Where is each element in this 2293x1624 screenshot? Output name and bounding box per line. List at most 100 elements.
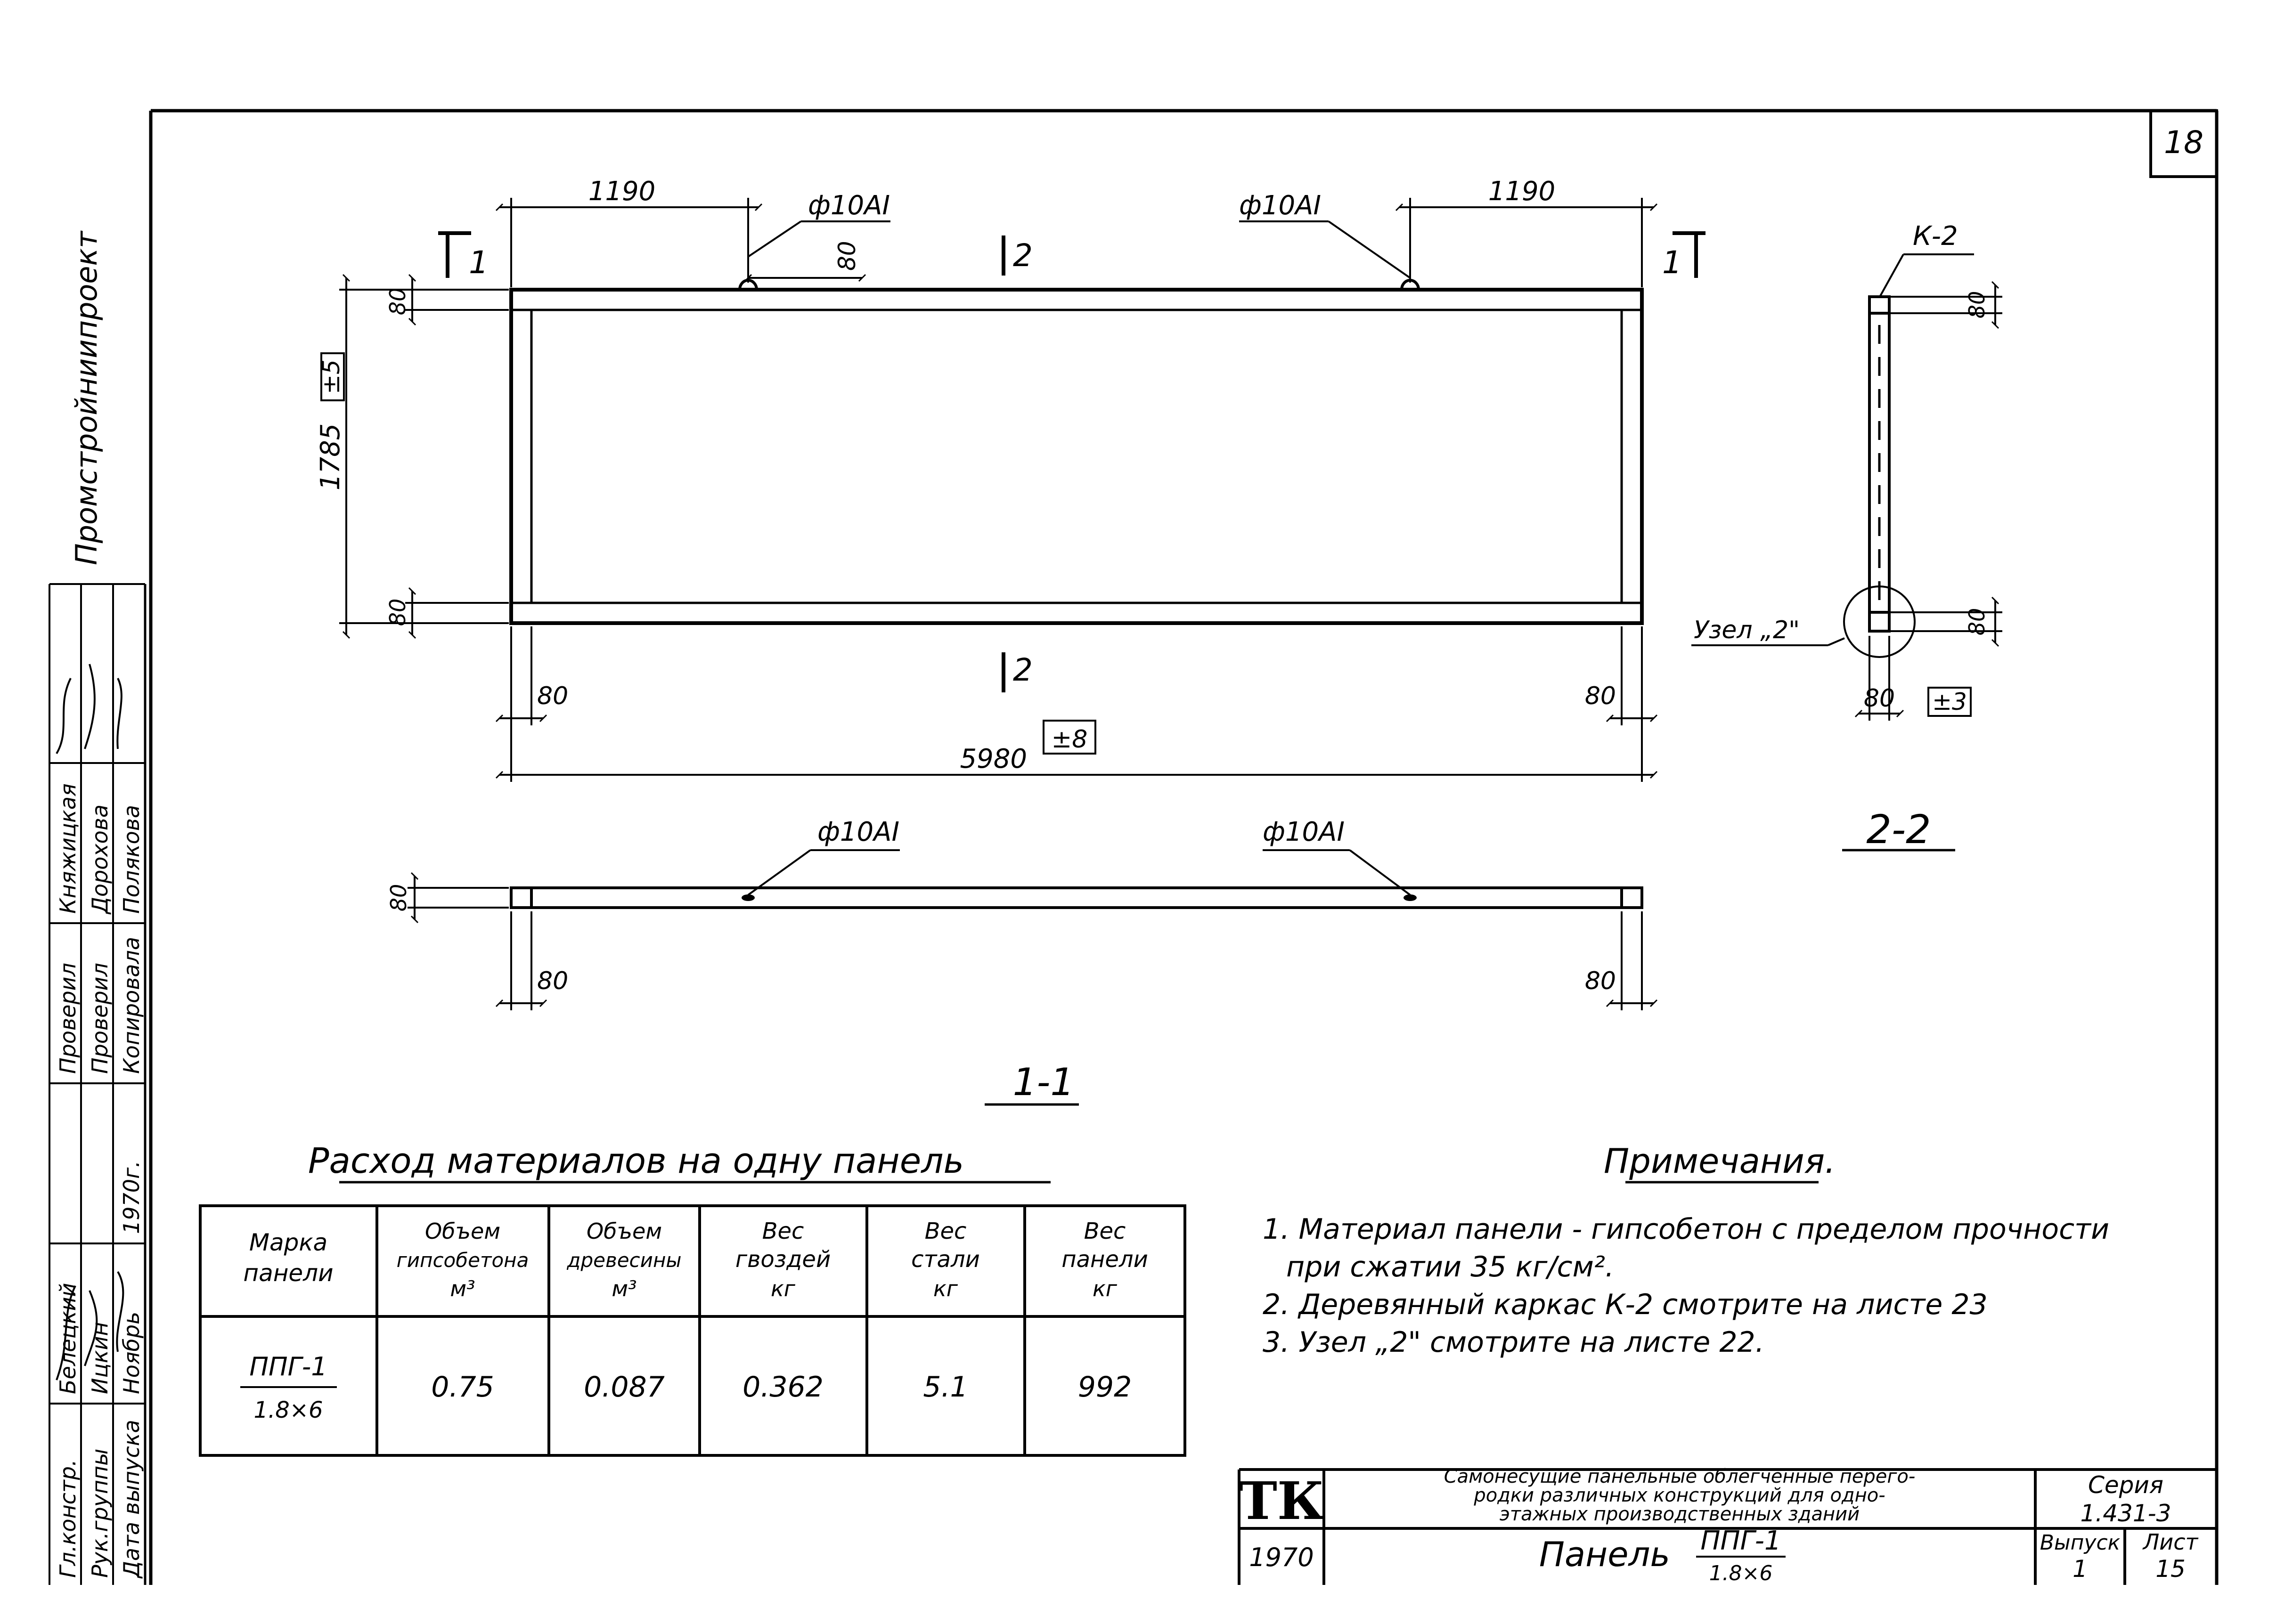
section-1-end-left: 80: [537, 967, 568, 995]
section-1-end-right: 80: [1585, 967, 1616, 995]
header-steel-3: кг: [933, 1276, 958, 1301]
cell-gypsum: 0.75: [431, 1371, 494, 1404]
row-mark-bottom: 1.8×6: [253, 1397, 323, 1423]
notes: Примечания. 1. Материал панели - гипсобе…: [1263, 1141, 2109, 1359]
note-line-2: при сжатии 35 кг/см².: [1286, 1250, 1614, 1283]
stamp-role-5: Проверил: [87, 963, 113, 1074]
title-desc-2: родки различных конструкций для одно-: [1473, 1485, 1885, 1506]
title-desc-1: Самонесущие панельные облегченные перего…: [1444, 1466, 1916, 1487]
section-marker-right: 1: [1662, 244, 1682, 281]
signature-mark-2: [56, 664, 122, 755]
notes-title: Примечания.: [1604, 1141, 1836, 1181]
sheet-label: Лист: [2142, 1529, 2199, 1555]
sheet-number-box: 18: [2149, 109, 2218, 178]
panel-mark-bottom: 1.8×6: [1709, 1561, 1773, 1585]
header-wood-2: древесины: [566, 1249, 681, 1272]
org-name: Промстройниипроект: [69, 230, 104, 565]
header-gypsum-3: м³: [450, 1276, 475, 1301]
series-label: Серия: [2088, 1471, 2163, 1499]
title-year: 1970: [1249, 1543, 1314, 1572]
stamp-name-3: Ноябрь: [119, 1312, 144, 1394]
materials-table: Расход материалов на одну панель Марка п…: [199, 1141, 1186, 1457]
section-2-top-rail: 80: [1964, 291, 1990, 319]
sheet-value: 15: [2155, 1555, 2186, 1583]
header-weight-1: Вес: [1084, 1218, 1126, 1244]
section-2-width-tol: ±3: [1932, 688, 1967, 715]
header-nails-2: гвоздей: [735, 1246, 831, 1273]
side-stamp: Промстройниипроект Гл.констр. Белецкий Р…: [49, 230, 145, 1585]
stamp-name-6: Полякова: [119, 805, 144, 914]
stamp-role-6: Копировала: [119, 937, 144, 1074]
section-1-1: ф10АI ф10АI 80 80 80 1-1: [386, 817, 1658, 1106]
frame-k2-label: К-2: [1913, 221, 1958, 252]
section-2-title: 2-2: [1866, 806, 1931, 853]
node-2-label: Узел „2": [1694, 616, 1800, 644]
stamp-year: 1970г.: [119, 1161, 144, 1234]
post-left-dim: 80: [537, 682, 568, 710]
sheet-number: 18: [2164, 124, 2203, 161]
section-2-top: 2: [1013, 237, 1033, 274]
section-marker-left: 1: [469, 244, 489, 281]
header-weight-2: панели: [1061, 1246, 1148, 1273]
node-2-circle: [1843, 585, 1916, 658]
series-value: 1.431-3: [2081, 1500, 2171, 1527]
stamp-name-2: Ицкин: [87, 1322, 113, 1394]
rail-bottom-dim: 80: [385, 599, 410, 626]
panel-elevation: 1190 1190 ф10АI ф10АI 80 1 1 2 2: [315, 176, 1705, 782]
stamp-role-2: Рук.группы: [87, 1449, 113, 1578]
header-mark-1: Марка: [249, 1229, 327, 1256]
note-line-3: 2. Деревянный каркас К-2 смотрите на лис…: [1263, 1288, 1988, 1321]
section-2-bottom-rail: 80: [1964, 608, 1990, 636]
stamp-role-1: Гл.констр.: [55, 1459, 81, 1578]
section-2-width: 80: [1864, 684, 1895, 713]
dim-right-top: 1190: [1488, 176, 1556, 207]
signature-mark-1: [56, 1271, 124, 1380]
rebar-label-right: ф10АI: [1239, 190, 1321, 221]
header-steel-2: стали: [911, 1246, 980, 1273]
table-title: Расход материалов на одну панель: [308, 1141, 964, 1181]
header-weight-3: кг: [1093, 1276, 1118, 1301]
cell-nails: 0.362: [743, 1371, 824, 1404]
note-line-1: 1. Материал панели - гипсобетон с предел…: [1263, 1213, 2109, 1246]
section-1-thickness: 80: [386, 884, 411, 912]
header-gypsum-1: Объем: [425, 1218, 500, 1244]
panel-mark-top: ППГ-1: [1700, 1526, 1781, 1556]
section-1-title: 1-1: [1013, 1060, 1075, 1104]
header-mark-2: панели: [243, 1259, 333, 1287]
tk-logo: ТК: [1239, 1470, 1324, 1531]
section-2-2: К-2 80 80 Узел „2" 80 ±3 2-2: [1691, 221, 2002, 853]
header-nails-1: Вес: [762, 1218, 804, 1244]
row-mark-top: ППГ-1: [249, 1352, 327, 1381]
header-steel-1: Вес: [925, 1218, 967, 1244]
title-desc-3: этажных производственных зданий: [1500, 1503, 1860, 1525]
rebar-label-left: ф10АI: [808, 190, 890, 221]
panel-label: Панель: [1539, 1535, 1670, 1574]
sheet-frame: [144, 109, 2219, 1585]
issue-value: 1: [2073, 1555, 2088, 1583]
cell-weight: 992: [1078, 1371, 1132, 1404]
stamp-role-4: Проверил: [55, 963, 81, 1074]
loop-offset: 80: [833, 241, 861, 271]
rebar-dot-right: [1404, 894, 1417, 901]
section-1-rebar-right: ф10АI: [1263, 817, 1345, 847]
length-dim: 5980: [960, 744, 1027, 774]
post-right-dim: 80: [1585, 682, 1616, 710]
note-line-4: 3. Узел „2" смотрите на листе 22.: [1263, 1326, 1764, 1359]
length-tol-box: [1043, 720, 1096, 755]
dim-left-top: 1190: [588, 176, 656, 207]
stamp-name-4: Княжицкая: [55, 783, 81, 914]
height-dim: 1785: [315, 423, 346, 491]
section-1-rebar-left: ф10АI: [817, 817, 899, 847]
cell-wood: 0.087: [584, 1371, 665, 1404]
header-gypsum-2: гипсобетона: [397, 1249, 529, 1272]
rail-top-dim: 80: [385, 288, 410, 316]
stamp-role-3: Дата выпуска: [119, 1420, 144, 1579]
stamp-name-5: Дорохова: [87, 804, 113, 915]
issue-label: Выпуск: [2040, 1531, 2121, 1555]
cell-steel: 5.1: [923, 1371, 968, 1404]
length-tolerance: ±8: [1052, 725, 1088, 754]
width-tol-box: [1927, 687, 1972, 717]
header-wood-3: м³: [612, 1276, 636, 1301]
header-wood-1: Объем: [587, 1218, 662, 1244]
